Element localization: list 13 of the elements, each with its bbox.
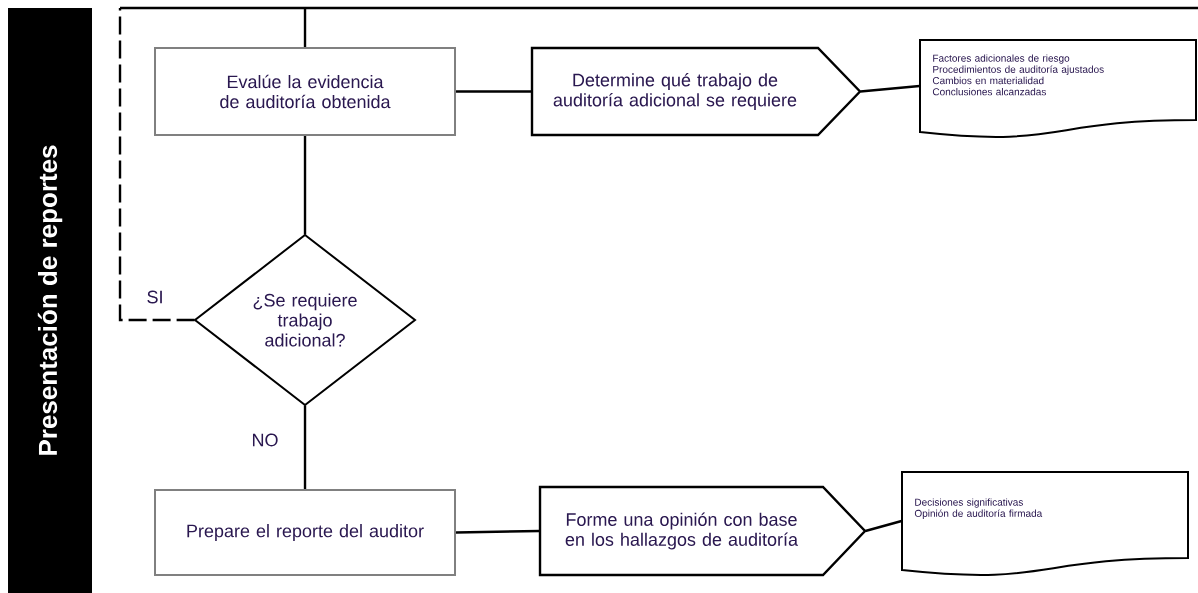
edge-label: NO [249, 431, 281, 449]
connector-line [865, 519, 902, 533]
connector-line [456, 90, 532, 93]
connector-line [860, 84, 920, 93]
connector-line [118, 8, 195, 322]
connector-line [303, 136, 307, 235]
edge-label: SI [144, 288, 166, 306]
connector-line [303, 8, 307, 47]
connector-line [303, 405, 307, 489]
process-box: Prepare el reporte del auditor [154, 489, 456, 576]
process-box: Evalúe la evidencia de auditoría obtenida [154, 47, 456, 136]
side-band: Presentación de reportes [8, 8, 92, 593]
connector-line [456, 529, 540, 534]
